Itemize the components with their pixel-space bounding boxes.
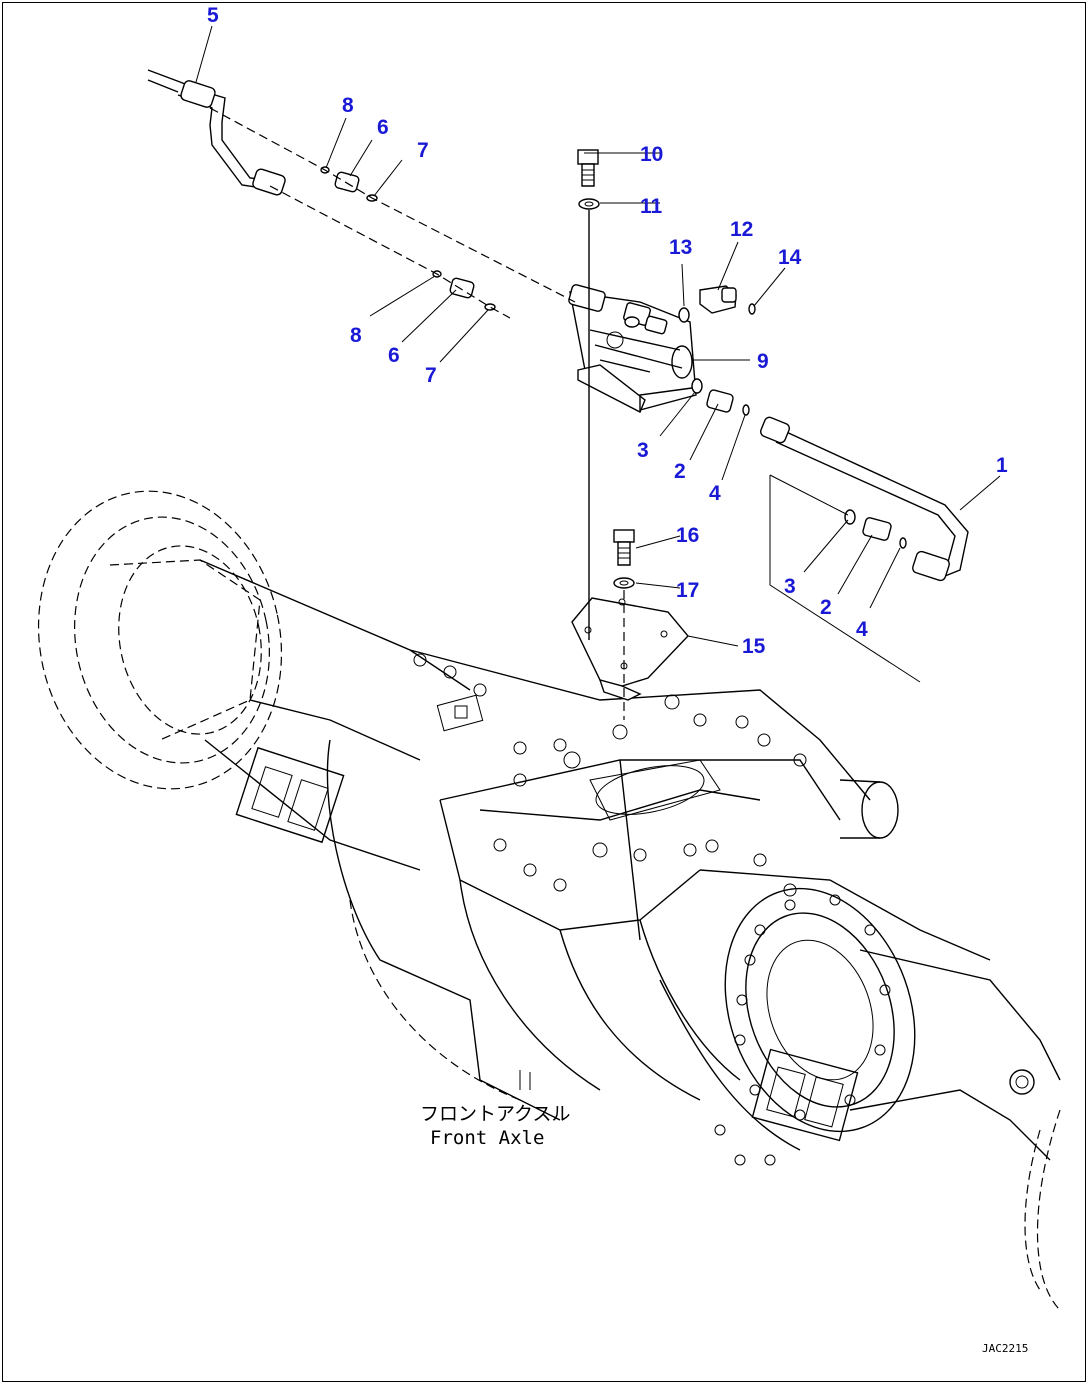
callout-17: 17 [676, 579, 699, 602]
fittings-2-3-4-upper [691, 378, 750, 416]
fittings-2-3-4-lower [844, 509, 907, 549]
callout-11: 11 [640, 195, 663, 218]
callout-3: 3 [637, 439, 649, 462]
callout-2: 2 [820, 596, 832, 619]
fittings-12-13-14 [678, 285, 756, 323]
callout-9: 9 [757, 350, 769, 373]
callout-6: 6 [388, 344, 400, 367]
pipe-1-drawing [760, 416, 969, 582]
callout-6: 6 [377, 116, 389, 139]
callout-10: 10 [640, 143, 663, 166]
callout-4: 4 [856, 618, 868, 641]
callout-8: 8 [350, 324, 362, 347]
assembly-lines [209, 107, 921, 720]
callout-7: 7 [417, 139, 429, 162]
valve-9-drawing [568, 284, 697, 413]
callout-8: 8 [342, 94, 354, 117]
callout-13: 13 [669, 236, 692, 259]
callout-7: 7 [425, 364, 437, 387]
caption-english: Front Axle [430, 1127, 544, 1149]
callout-16: 16 [676, 524, 699, 547]
fittings-upper-left [320, 166, 496, 311]
front-axle-drawing [37, 490, 1061, 1311]
callout-4: 4 [709, 482, 721, 505]
caption-japanese: フロントアクスル [420, 1103, 570, 1125]
drawing-id: JAC2215 [982, 1342, 1028, 1355]
bolt-16-washer-17-bracket-15 [571, 529, 689, 701]
callout-3: 3 [784, 575, 796, 598]
leader-lines [195, 25, 1001, 647]
callout-14: 14 [778, 246, 802, 269]
bolt-10-washer-11 [577, 149, 600, 210]
callout-15: 15 [742, 635, 766, 658]
callout-labels: 5 8 6 7 8 6 7 10 11 13 12 14 9 3 2 4 1 1… [207, 4, 1008, 658]
callout-1: 1 [996, 454, 1008, 477]
callout-2: 2 [674, 460, 686, 483]
callout-5: 5 [207, 4, 219, 27]
pipe-5-drawing [147, 69, 286, 196]
callout-12: 12 [730, 218, 753, 241]
